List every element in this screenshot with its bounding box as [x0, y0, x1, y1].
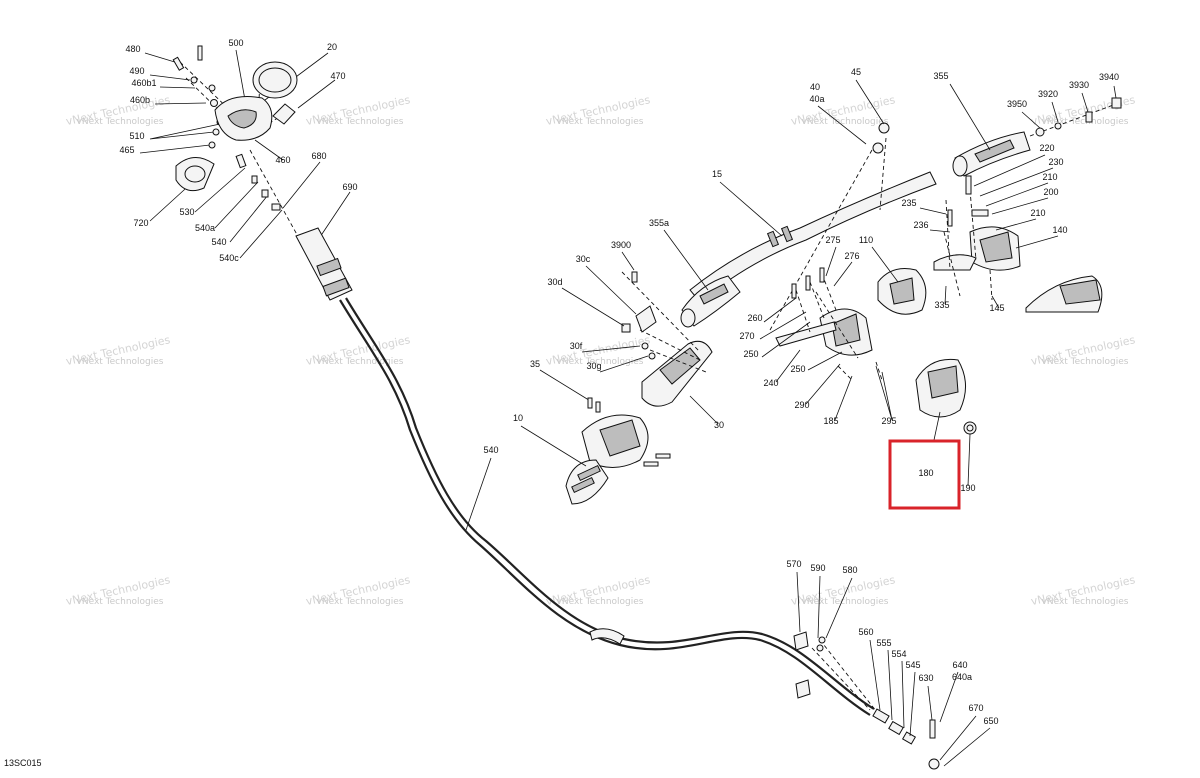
callout-250: 250 [743, 349, 758, 359]
watermark-text: vNext Technologies [802, 117, 889, 127]
callout-15: 15 [712, 169, 722, 179]
callout-690: 690 [342, 182, 357, 192]
callout-460: 460 [275, 155, 290, 165]
upper-left-assembly [139, 45, 353, 301]
callout-650: 650 [983, 716, 998, 726]
watermark-text: vNext Technologies [1042, 597, 1129, 607]
callout-640a: 640a [952, 672, 972, 682]
callout-230: 230 [1048, 157, 1063, 167]
callout-240: 240 [763, 378, 778, 388]
switch-assembly [759, 246, 893, 421]
callout-3920: 3920 [1038, 89, 1058, 99]
watermark-text: vNext Technologies [557, 597, 644, 607]
callout-10: 10 [513, 413, 523, 423]
watermark-text: vNext Technologies [557, 117, 644, 127]
watermark-text: vNext Technologies [1042, 117, 1129, 127]
callout-560: 560 [858, 627, 873, 637]
lower-cable-end [793, 571, 991, 770]
callout-540b: 540 [211, 237, 226, 247]
callout-570: 570 [786, 559, 801, 569]
callout-335: 335 [934, 300, 949, 310]
callout-460b1: 460b1 [131, 78, 156, 88]
watermark-text: vNext Technologies [317, 357, 404, 367]
callout-640: 640 [952, 660, 967, 670]
callout-260: 260 [747, 313, 762, 323]
callout-210: 210 [1042, 172, 1057, 182]
callout-180: 180 [918, 468, 933, 478]
callout-30: 30 [714, 420, 724, 430]
callout-540a: 540a [195, 223, 215, 233]
callout-555: 555 [876, 638, 891, 648]
part-180-assembly [888, 358, 977, 510]
callout-235: 235 [901, 198, 916, 208]
callout-510: 510 [129, 131, 144, 141]
handlebar [663, 79, 937, 331]
callout-540c: 540c [219, 253, 239, 263]
watermark-text: vNext Technologies [317, 597, 404, 607]
callout-45: 45 [851, 67, 861, 77]
callout-210b: 210 [1030, 208, 1045, 218]
callout-200: 200 [1043, 187, 1058, 197]
watermark-text: vNext Technologies [802, 597, 889, 607]
callout-3900: 3900 [611, 240, 631, 250]
callout-275: 275 [825, 235, 840, 245]
callout-35: 35 [530, 359, 540, 369]
callout-465: 465 [119, 145, 134, 155]
callout-720: 720 [133, 218, 148, 228]
callout-470: 470 [330, 71, 345, 81]
throttle-cable [339, 297, 875, 716]
callout-580: 580 [842, 565, 857, 575]
diagram-code: 13SC015 [4, 758, 42, 768]
highlight-box-180[interactable] [888, 439, 961, 510]
callout-554: 554 [891, 649, 906, 659]
callout-236: 236 [913, 220, 928, 230]
callout-145: 145 [989, 303, 1004, 313]
callout-140: 140 [1052, 225, 1067, 235]
callout-670: 670 [968, 703, 983, 713]
callout-530: 530 [179, 207, 194, 217]
callout-295: 295 [881, 416, 896, 426]
callout-185: 185 [823, 416, 838, 426]
callout-40a: 40a [809, 94, 824, 104]
callout-270: 270 [739, 331, 754, 341]
callout-545: 545 [905, 660, 920, 670]
callout-30g: 30g [586, 361, 601, 371]
callout-labels: 480 500 20 490 460b1 470 460b 510 465 460 680 690 72… [119, 38, 1119, 726]
callout-500: 500 [228, 38, 243, 48]
callout-190: 190 [960, 483, 975, 493]
callout-30d: 30d [547, 277, 562, 287]
callout-3950: 3950 [1007, 99, 1027, 109]
callout-30c: 30c [576, 254, 591, 264]
right-grip-assembly [949, 83, 1122, 177]
callout-276: 276 [844, 251, 859, 261]
watermark-text: vNext Technologies [77, 597, 164, 607]
callout-460b: 460b [130, 95, 150, 105]
callout-220: 220 [1039, 143, 1054, 153]
callout-20: 20 [327, 42, 337, 52]
callout-3930: 3930 [1069, 80, 1089, 90]
right-housing-assembly [871, 154, 1103, 315]
callout-290: 290 [794, 400, 809, 410]
watermark-text: vNext Technologies [1042, 357, 1129, 367]
callout-355a: 355a [649, 218, 669, 228]
callout-355b: 355 [933, 71, 948, 81]
callout-680: 680 [311, 151, 326, 161]
callout-40: 40 [810, 82, 820, 92]
callout-490: 490 [129, 66, 144, 76]
callout-540: 540 [483, 445, 498, 455]
watermark-text: vNext Technologies [77, 357, 164, 367]
watermark-text: vNext Technologies [317, 117, 404, 127]
callout-480: 480 [125, 44, 140, 54]
callout-110: 110 [859, 235, 873, 245]
callout-590: 590 [810, 563, 825, 573]
callout-250b: 250 [790, 364, 805, 374]
callout-630: 630 [918, 673, 933, 683]
callout-3940: 3940 [1099, 72, 1119, 82]
center-assembly [520, 251, 719, 505]
watermark-text: vNext Technologies [77, 117, 164, 127]
callout-30f: 30f [570, 341, 583, 351]
watermark-text: vNext Technologies [557, 357, 644, 367]
